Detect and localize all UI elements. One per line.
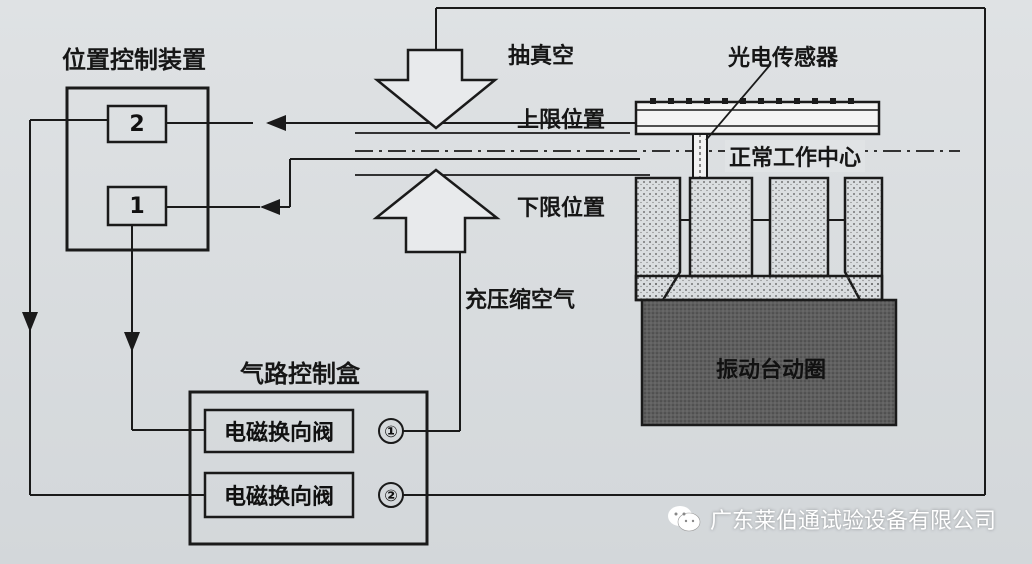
air-box-title: 气路控制盒	[240, 360, 360, 388]
vacuum-label: 抽真空	[508, 44, 575, 69]
valve-2-label: 电磁换向阀	[223, 485, 334, 510]
air-box	[188, 390, 429, 546]
watermark: 广东莱伯通试验设备有限公司	[666, 503, 996, 535]
wechat-icon	[667, 506, 701, 532]
work-center-label: 正常工作中心	[725, 140, 866, 172]
position-control-title: 位置控制装置	[62, 46, 206, 74]
lower-limit-label: 下限位置	[517, 196, 606, 221]
coil-block	[640, 298, 898, 427]
compressed-air-label: 充压缩空气	[465, 288, 576, 313]
port-2-label: ②	[384, 485, 398, 505]
coil-label: 振动台动圈	[716, 358, 827, 383]
box-2-label: 2	[129, 111, 145, 137]
watermark-text: 广东莱伯通试验设备有限公司	[709, 509, 996, 534]
sensor-label: 光电传感器	[728, 46, 839, 71]
position-control-box	[65, 86, 210, 252]
box-1-label: 1	[129, 193, 145, 219]
upper-limit-label: 上限位置	[517, 108, 606, 133]
port-1-label: ①	[384, 421, 398, 441]
valve-1-label: 电磁换向阀	[223, 421, 334, 446]
